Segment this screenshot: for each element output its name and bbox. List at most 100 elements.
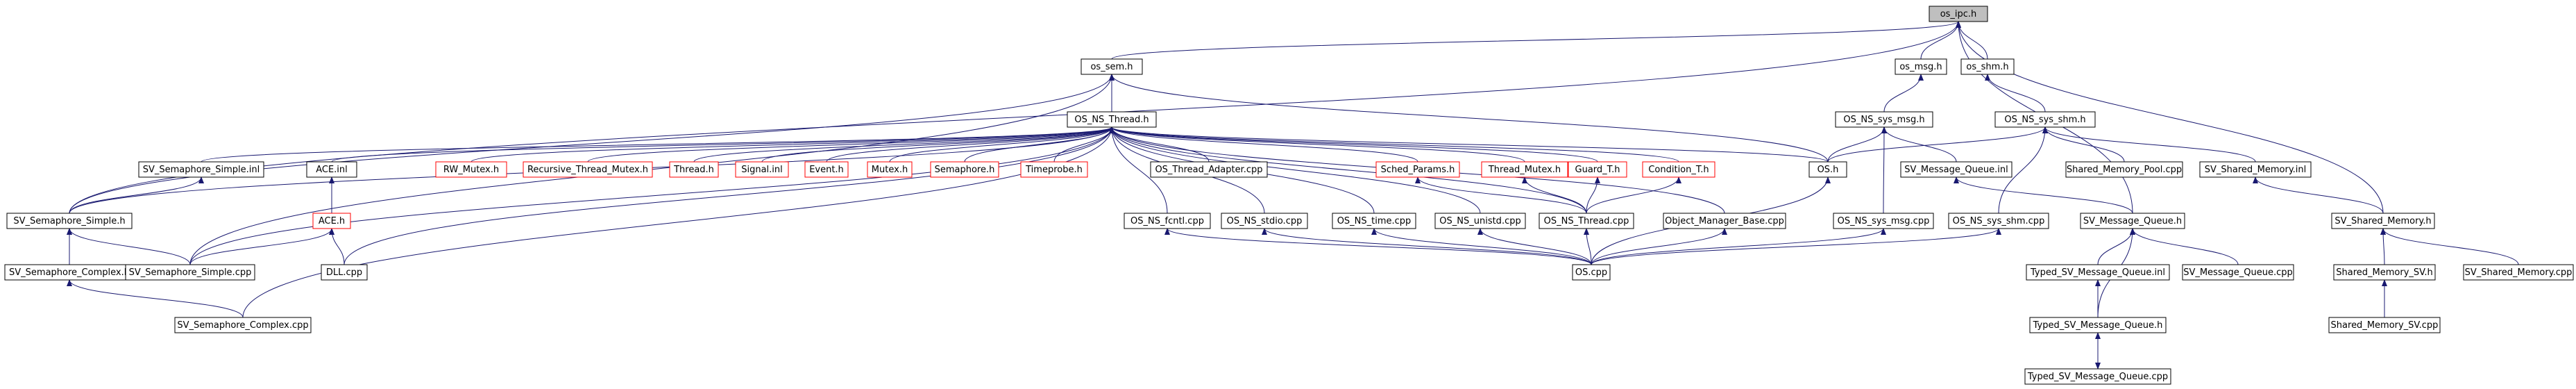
node-sv-semaphore-simple-cpp[interactable]: SV_Semaphore_Simple.cpp (125, 264, 255, 281)
node-sv-shared-memory-cpp[interactable]: SV_Shared_Memory.cpp (2463, 264, 2574, 281)
edge-os_ns_sys_shm_h-to-os_shm_h (1985, 74, 2046, 113)
edge-thread_h-to-os_ns_thread_h (693, 126, 1115, 163)
node-label: OS_Thread_Adapter.cpp (1155, 165, 1262, 175)
node-box (1539, 213, 1634, 229)
node-os-thread-adapter-cpp[interactable]: OS_Thread_Adapter.cpp (1150, 161, 1268, 178)
node-box (735, 161, 789, 178)
edge-sv_semaphore_simple_h-to-os_ipc_h (69, 21, 1961, 214)
node-event-h[interactable]: Event.h (804, 161, 849, 178)
node-label: SV_Semaphore_Simple.cpp (129, 267, 252, 278)
node-guard-t-h[interactable]: Guard_T.h (1568, 161, 1627, 178)
node-os-ns-sys-msg-cpp[interactable]: OS_NS_sys_msg.cpp (1833, 213, 1934, 229)
node-rw-mutex-h[interactable]: RW_Mutex.h (435, 161, 507, 178)
edge-sv_semaphore_simple_cpp-to-ace_h (189, 228, 334, 265)
node-sv-shared-memory-inl[interactable]: SV_Shared_Memory.inl (2199, 161, 2312, 178)
node-box (2199, 161, 2312, 178)
edge-sv_message_queue_inl-to-os_ns_sys_msg_h (1881, 126, 1957, 163)
node-label: ACE.h (319, 216, 345, 226)
node-sv-semaphore-simple-inl[interactable]: SV_Semaphore_Simple.inl (138, 161, 264, 178)
node-box (1929, 6, 1988, 22)
node-label: OS_NS_sys_msg.h (1843, 115, 1924, 125)
node-shared-memory-sv-h[interactable]: Shared_Memory_SV.h (2333, 264, 2436, 281)
node-typed-sv-message-queue-cpp[interactable]: Typed_SV_Message_Queue.cpp (2024, 368, 2171, 385)
node-box (138, 161, 264, 178)
node-object-manager-base-cpp[interactable]: Object_Manager_Base.cpp (1663, 213, 1786, 229)
node-box (2331, 213, 2435, 229)
node-os-ns-sys-msg-h[interactable]: OS_NS_sys_msg.h (1835, 111, 1933, 128)
node-os-ns-sys-shm-h[interactable]: OS_NS_sys_shm.h (1994, 111, 2096, 128)
node-sched-params-h[interactable]: Sched_Params.h (1375, 161, 1460, 178)
node-ace-inl[interactable]: ACE.inl (306, 161, 357, 178)
node-box (1900, 161, 2012, 178)
node-box (2024, 368, 2171, 385)
node-sv-shared-memory-h[interactable]: SV_Shared_Memory.h (2331, 213, 2435, 229)
node-os-ipc-h[interactable]: os_ipc.h (1929, 6, 1988, 22)
node-label: Guard_T.h (1575, 165, 1620, 175)
node-mutex-h[interactable]: Mutex.h (867, 161, 913, 178)
node-os-ns-fcntl-cpp[interactable]: OS_NS_fcntl.cpp (1124, 213, 1211, 229)
edge-os_cpp-to-os_ns_sys_shm_cpp (1591, 228, 2001, 265)
node-ace-h[interactable]: ACE.h (312, 213, 351, 229)
edge-os_ns_unistd_cpp-to-os_ns_thread_h (1109, 126, 1481, 214)
edge-condition_t_h-to-os_ns_thread_h (1109, 126, 1679, 163)
node-box (174, 317, 312, 333)
node-sv-message-queue-h[interactable]: SV_Message_Queue.h (2080, 213, 2185, 229)
edge-os_ns_thread_cpp-to-guard_t_h (1586, 176, 1600, 214)
node-label: OS_NS_sys_msg.cpp (1838, 216, 1930, 226)
node-recursive-thread-mutex-h[interactable]: Recursive_Thread_Mutex.h (523, 161, 653, 178)
node-box (1434, 213, 1526, 229)
edge-dll_cpp-to-ace_h (329, 228, 345, 265)
node-thread-h[interactable]: Thread.h (669, 161, 719, 178)
node-box (2026, 264, 2170, 281)
node-os-sem-h[interactable]: os_sem.h (1081, 58, 1143, 75)
node-sv-semaphore-complex-h[interactable]: SV_Semaphore_Complex.h (4, 264, 135, 281)
node-typed-sv-message-queue-h[interactable]: Typed_SV_Message_Queue.h (2029, 317, 2167, 333)
node-dll-cpp[interactable]: DLL.cpp (321, 264, 368, 281)
node-label: Semaphore.h (935, 165, 995, 175)
node-os-ns-sys-shm-cpp[interactable]: OS_NS_sys_shm.cpp (1948, 213, 2049, 229)
edge-sv_semaphore_simple_h-to-sv_semaphore_simple_inl (69, 176, 204, 214)
node-sv-message-queue-cpp[interactable]: SV_Message_Queue.cpp (2182, 264, 2294, 281)
node-shared-memory-pool-cpp[interactable]: Shared_Memory_Pool.cpp (2065, 161, 2183, 178)
node-label: SV_Semaphore_Complex.cpp (177, 320, 308, 331)
node-timeprobe-h[interactable]: Timeprobe.h (1020, 161, 1088, 178)
node-box (1568, 161, 1627, 178)
node-signal-inl[interactable]: Signal.inl (735, 161, 789, 178)
node-os-h[interactable]: OS.h (1808, 161, 1847, 178)
edge-shared_memory_pool_cpp-to-os_ns_sys_shm_h (2042, 126, 2125, 163)
node-os-ns-stdio-cpp[interactable]: OS_NS_stdio.cpp (1221, 213, 1308, 229)
node-os-ns-thread-cpp[interactable]: OS_NS_Thread.cpp (1539, 213, 1634, 229)
edge-os_cpp-to-os_ns_stdio_cpp (1262, 228, 1592, 265)
node-label: Typed_SV_Message_Queue.h (2033, 320, 2163, 331)
node-os-msg-h[interactable]: os_msg.h (1895, 58, 1947, 75)
node-thread-mutex-h[interactable]: Thread_Mutex.h (1481, 161, 1568, 178)
edge-layer (67, 21, 2519, 370)
node-semaphore-h[interactable]: Semaphore.h (930, 161, 999, 178)
node-box (1960, 58, 2015, 75)
node-box (1221, 213, 1308, 229)
edge-sv_semaphore_simple_inl-to-os_ns_thread_h (201, 126, 1115, 163)
node-os-cpp[interactable]: OS.cpp (1572, 264, 1611, 281)
node-condition-t-h[interactable]: Condition_T.h (1642, 161, 1715, 178)
node-sv-semaphore-complex-cpp[interactable]: SV_Semaphore_Complex.cpp (174, 317, 312, 333)
edge-os_ns_thread_cpp-to-thread_mutex_h (1522, 176, 1587, 214)
node-box (1833, 213, 1934, 229)
node-box (2463, 264, 2574, 281)
node-os-shm-h[interactable]: os_shm.h (1960, 58, 2015, 75)
node-label: os_shm.h (1966, 62, 2008, 72)
edge-os_ns_sys_shm_cpp-to-os_ns_sys_shm_h (1998, 126, 2048, 214)
node-os-ns-thread-h[interactable]: OS_NS_Thread.h (1067, 111, 1157, 128)
node-sv-semaphore-simple-h[interactable]: SV_Semaphore_Simple.h (6, 213, 133, 229)
node-os-ns-unistd-cpp[interactable]: OS_NS_unistd.cpp (1434, 213, 1526, 229)
node-label: SV_Message_Queue.cpp (2183, 267, 2293, 278)
node-os-ns-time-cpp[interactable]: OS_NS_time.cpp (1332, 213, 1416, 229)
node-label: Shared_Memory_Pool.cpp (2067, 165, 2182, 175)
node-shared-memory-sv-cpp[interactable]: Shared_Memory_SV.cpp (2328, 317, 2441, 333)
node-label: RW_Mutex.h (443, 165, 499, 175)
edge-os_ns_thread_cpp-to-sched_params_h (1415, 176, 1587, 214)
node-box (321, 264, 368, 281)
edge-os_ns_sys_msg_cpp-to-os_ns_sys_msg_h (1881, 126, 1887, 214)
edge-sched_params_h-to-os_ns_thread_h (1109, 126, 1418, 163)
node-typed-sv-message-queue-inl[interactable]: Typed_SV_Message_Queue.inl (2026, 264, 2170, 281)
node-sv-message-queue-inl[interactable]: SV_Message_Queue.inl (1900, 161, 2012, 178)
